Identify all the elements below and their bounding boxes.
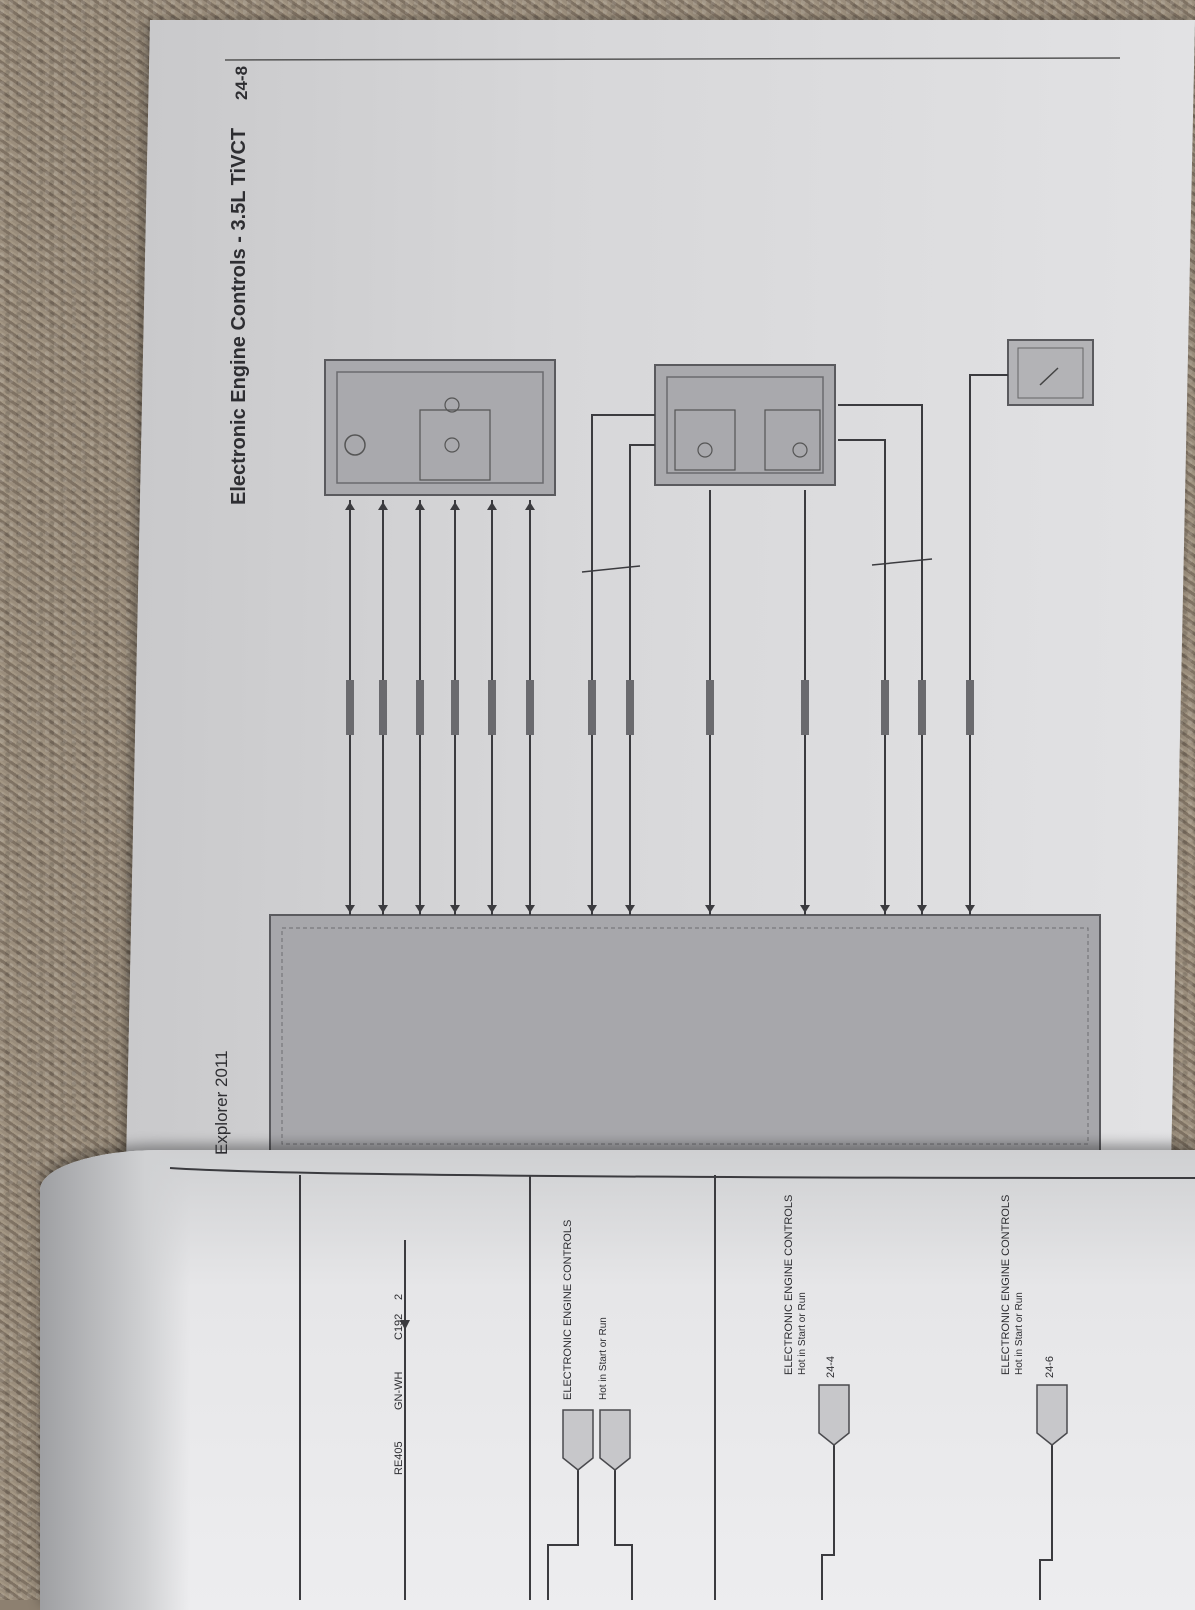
page-top-rule	[224, 57, 1121, 61]
connector-tag-j	[1036, 1384, 1068, 1446]
page-number: 24-8	[232, 65, 251, 100]
left-label-page-24-6: 24-6	[1044, 1355, 1056, 1378]
accelerator-pedal-module	[654, 364, 836, 486]
left-label-eec-1: ELECTRONIC ENGINE CONTROLS	[562, 1219, 574, 1400]
left-label-page-24-4: 24-4	[825, 1355, 837, 1378]
connector-pin-2: 2	[393, 1293, 405, 1300]
manual-page-left	[40, 1150, 1195, 1610]
vehicle-name: Explorer 2011	[212, 1050, 231, 1155]
connector-tag-f	[562, 1409, 594, 1471]
left-label-hot-2: Hot in Start or Run	[797, 1292, 808, 1375]
pcm-pin-arrows	[345, 905, 975, 913]
twisted-pair-marks	[581, 558, 933, 573]
wire-re405: RE405	[393, 1441, 405, 1475]
oil-pressure-switch	[1007, 339, 1094, 406]
left-label-eec-2: ELECTRONIC ENGINE CONTROLS	[783, 1194, 795, 1375]
left-label-eec-3: ELECTRONIC ENGINE CONTROLS	[1000, 1194, 1012, 1375]
connector-c192: C192	[393, 1313, 405, 1340]
wire-code-marks	[346, 680, 974, 735]
throttle-body-module	[324, 359, 556, 496]
wire-gn-wh: GN-WH	[393, 1371, 405, 1411]
page-title: Electronic Engine Controls - 3.5L TiVCT	[228, 127, 250, 505]
throttle-pin-arrows	[345, 502, 535, 510]
c192-arrow	[400, 1320, 410, 1330]
left-label-hot-3: Hot in Start or Run	[1014, 1292, 1025, 1375]
left-label-hot-1: Hot in Start or Run	[598, 1317, 609, 1400]
connector-tag-g	[599, 1409, 631, 1471]
connector-tag-h	[818, 1384, 850, 1446]
